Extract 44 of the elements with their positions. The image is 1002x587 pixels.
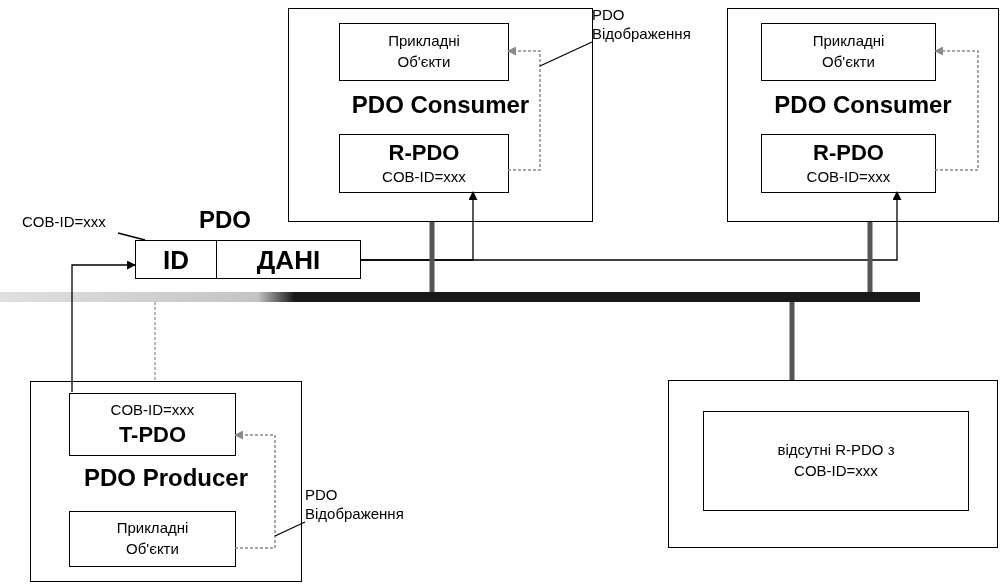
dashed-arrow — [507, 46, 541, 171]
bus-tap-line — [867, 222, 873, 292]
process-box — [69, 511, 236, 567]
box-label: Прикладні Об'єкти — [115, 518, 190, 559]
field-label: ID — [163, 246, 189, 273]
bus-tap-line — [789, 302, 795, 380]
box-label: T-PDO — [118, 421, 187, 449]
leader-line — [274, 521, 306, 537]
box-label: Прикладні Об'єкти — [387, 31, 461, 72]
frame-field — [135, 240, 217, 279]
dashed-arrow — [234, 430, 276, 549]
dashed-arrow — [934, 46, 979, 171]
field-label: ДАНІ — [256, 246, 321, 273]
process-box — [761, 23, 936, 81]
device-title: PDO Consumer — [350, 90, 531, 120]
arrow — [71, 260, 136, 393]
box-label: Прикладні Об'єкти — [811, 31, 886, 72]
process-box — [339, 134, 509, 193]
bus-tap-line — [429, 222, 435, 292]
annotation-text: PDO Відображення — [592, 6, 692, 44]
process-box — [339, 23, 509, 81]
leader-line — [117, 232, 146, 241]
annotation-text: COB-ID=xxx — [22, 213, 107, 232]
device-box — [30, 381, 302, 582]
device-title: PDO Producer — [82, 463, 249, 493]
annotation-text: PDO Відображення — [305, 486, 405, 524]
device-box — [727, 8, 999, 222]
process-box — [761, 134, 936, 193]
box-label: R-PDO — [388, 139, 460, 167]
bus-tap-line — [154, 301, 156, 382]
box-label: R-PDO — [813, 139, 884, 167]
box-label: COB-ID=xxx — [110, 400, 195, 421]
box-label: відсутні R-PDO з COB-ID=xxx — [776, 440, 896, 481]
device-box — [288, 8, 593, 222]
leader-line — [539, 41, 593, 67]
arrow — [360, 191, 902, 261]
process-box — [703, 411, 969, 511]
frame-field — [217, 240, 361, 279]
frame-title: PDO — [199, 208, 251, 232]
process-box — [69, 393, 236, 456]
box-label: COB-ID=xxx — [382, 166, 466, 187]
box-label: COB-ID=xxx — [806, 166, 891, 187]
device-box — [668, 380, 998, 548]
device-title: PDO Consumer — [773, 90, 953, 120]
